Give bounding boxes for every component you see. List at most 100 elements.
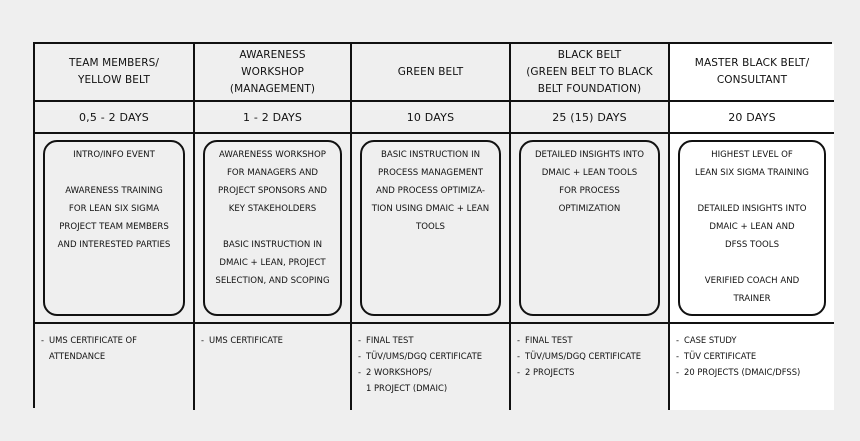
description-cell: INTRO/INFO EVENT AWARENESS TRAINING FOR LE…: [35, 134, 195, 324]
requirement-text: FINAL TEST: [366, 335, 414, 345]
description-box: BASIC INSTRUCTION IN PROCESS MANAGEMENT AN…: [360, 140, 501, 316]
requirements-cell: -FINAL TEST-TÜV/UMS/DGQ CERTIFICATE-2 WO…: [352, 324, 511, 410]
requirements-cell: -UMS CERTIFICATE OF ATTENDANCE: [35, 324, 195, 410]
duration-text: 25 (15) DAYS: [552, 110, 627, 124]
column-header-cell: BLACK BELT (GREEN BELT TO BLACK BELT FOU…: [511, 44, 670, 102]
requirements-list: -CASE STUDY-TÜV CERTIFICATE-20 PROJECTS …: [676, 332, 830, 380]
requirement-item: -FINAL TEST: [358, 332, 505, 348]
column-header-cell: TEAM MEMBERS/ YELLOW BELT: [35, 44, 195, 102]
requirement-item: -UMS CERTIFICATE: [201, 332, 346, 348]
description-line: SELECTION, AND SCOPING: [215, 276, 330, 286]
description-line: BASIC INSTRUCTION IN: [380, 150, 481, 160]
requirement-text: UMS CERTIFICATE: [209, 335, 283, 345]
duration-text: 1 - 2 DAYS: [242, 110, 303, 124]
spacer: [49, 164, 179, 182]
requirement-text: TÜV CERTIFICATE: [684, 351, 757, 361]
description-line: VERIFIED COACH AND: [704, 276, 800, 286]
requirement-text: TÜV/UMS/DGQ CERTIFICATE: [525, 351, 642, 361]
requirement-text: 2 WORKSHOPS/ 1 PROJECT (DMAIC): [366, 367, 448, 393]
requirement-text: TÜV/UMS/DGQ CERTIFICATE: [366, 351, 483, 361]
requirement-item: -TÜV/UMS/DGQ CERTIFICATE: [517, 348, 664, 364]
requirement-item: -20 PROJECTS (DMAIC/DFSS): [676, 364, 830, 380]
duration-cell: 10 DAYS: [352, 102, 511, 134]
column-header-cell: GREEN BELT: [352, 44, 511, 102]
requirement-item: -FINAL TEST: [517, 332, 664, 348]
requirement-text: UMS CERTIFICATE OF ATTENDANCE: [49, 335, 137, 361]
description-line: INTRO/INFO EVENT: [73, 150, 155, 160]
description-line: FOR MANAGERS AND: [226, 168, 319, 178]
bullet-dash: -: [676, 367, 680, 377]
duration-cell: 1 - 2 DAYS: [195, 102, 352, 134]
requirement-item: -2 PROJECTS: [517, 364, 664, 380]
requirements-list: -FINAL TEST-TÜV/UMS/DGQ CERTIFICATE-2 PR…: [517, 332, 664, 380]
column-title: MASTER BLACK BELT/ CONSULTANT: [694, 57, 810, 86]
requirements-list: -FINAL TEST-TÜV/UMS/DGQ CERTIFICATE-2 WO…: [358, 332, 505, 396]
description-line: PROJECT TEAM MEMBERS: [59, 222, 169, 232]
description-line: LEAN SIX SIGMA TRAINING: [695, 168, 809, 178]
requirements-cell: -CASE STUDY-TÜV CERTIFICATE-20 PROJECTS …: [670, 324, 834, 410]
bullet-dash: -: [676, 351, 680, 361]
bullet-dash: -: [201, 335, 205, 345]
requirement-item: -TÜV/UMS/DGQ CERTIFICATE: [358, 348, 505, 364]
requirements-cell: -FINAL TEST-TÜV/UMS/DGQ CERTIFICATE-2 PR…: [511, 324, 670, 410]
bullet-dash: -: [358, 351, 362, 361]
requirement-text: CASE STUDY: [684, 335, 737, 345]
duration-cell: 20 DAYS: [670, 102, 834, 134]
bullet-dash: -: [517, 351, 521, 361]
bullet-dash: -: [517, 367, 521, 377]
duration-cell: 0,5 - 2 DAYS: [35, 102, 195, 134]
description-line: OPTIMIZATION: [558, 204, 621, 214]
duration-text: 20 DAYS: [728, 110, 776, 124]
description-line: DFSS TOOLS: [724, 240, 780, 250]
spacer: [209, 218, 336, 236]
spacer: [684, 254, 820, 272]
description-line: TRAINER: [733, 294, 771, 304]
description-line: TOOLS: [415, 222, 446, 232]
description-line: FOR LEAN SIX SIGMA: [68, 204, 160, 214]
description-line: PROCESS MANAGEMENT: [377, 168, 484, 178]
description-line: TION USING DMAIC + LEAN: [371, 204, 490, 214]
column-header-cell: MASTER BLACK BELT/ CONSULTANT: [670, 44, 834, 102]
requirements-list: -UMS CERTIFICATE: [201, 332, 346, 348]
column-title: BLACK BELT (GREEN BELT TO BLACK BELT FOU…: [526, 48, 653, 95]
description-line: AND INTERESTED PARTIES: [57, 240, 171, 250]
requirement-text: 20 PROJECTS (DMAIC/DFSS): [684, 367, 801, 377]
bullet-dash: -: [517, 335, 521, 345]
description-cell: BASIC INSTRUCTION IN PROCESS MANAGEMENT AN…: [352, 134, 511, 324]
requirement-item: -2 WORKSHOPS/ 1 PROJECT (DMAIC): [358, 364, 505, 396]
duration-text: 0,5 - 2 DAYS: [78, 110, 149, 124]
bullet-dash: -: [358, 335, 362, 345]
description-box: DETAILED INSIGHTS INTO DMAIC + LEAN TOOLS…: [519, 140, 660, 316]
description-line: DMAIC + LEAN TOOLS: [541, 168, 638, 178]
description-line: AWARENESS TRAINING: [65, 186, 163, 196]
column-header-cell: AWARENESS WORKSHOP (MANAGEMENT): [195, 44, 352, 102]
duration-text: 10 DAYS: [406, 110, 455, 124]
requirement-text: 2 PROJECTS: [525, 367, 575, 377]
requirements-list: -UMS CERTIFICATE OF ATTENDANCE: [41, 332, 189, 364]
description-cell: DETAILED INSIGHTS INTO DMAIC + LEAN TOOLS…: [511, 134, 670, 324]
description-line: BASIC INSTRUCTION IN: [222, 240, 323, 250]
bullet-dash: -: [41, 335, 45, 345]
bullet-dash: -: [676, 335, 680, 345]
column-title: AWARENESS WORKSHOP (MANAGEMENT): [229, 48, 316, 95]
requirement-text: FINAL TEST: [525, 335, 573, 345]
description-line: DMAIC + LEAN AND: [709, 222, 795, 232]
requirements-cell: -UMS CERTIFICATE: [195, 324, 352, 410]
belt-comparison-table: TEAM MEMBERS/ YELLOW BELT AWARENESS WORKS…: [33, 42, 834, 410]
description-line: DETAILED INSIGHTS INTO: [534, 150, 645, 160]
requirement-item: -UMS CERTIFICATE OF ATTENDANCE: [41, 332, 189, 364]
requirement-item: -TÜV CERTIFICATE: [676, 348, 830, 364]
description-line: KEY STAKEHOLDERS: [228, 204, 317, 214]
column-title: TEAM MEMBERS/ YELLOW BELT: [68, 57, 160, 86]
description-line: FOR PROCESS: [559, 186, 620, 196]
description-line: DETAILED INSIGHTS INTO: [697, 204, 807, 214]
description-line: AND PROCESS OPTIMIZA-: [375, 186, 485, 196]
description-box: INTRO/INFO EVENT AWARENESS TRAINING FOR LE…: [43, 140, 185, 316]
spacer: [684, 182, 820, 200]
description-line: PROJECT SPONSORS AND: [218, 186, 327, 196]
requirement-item: -CASE STUDY: [676, 332, 830, 348]
